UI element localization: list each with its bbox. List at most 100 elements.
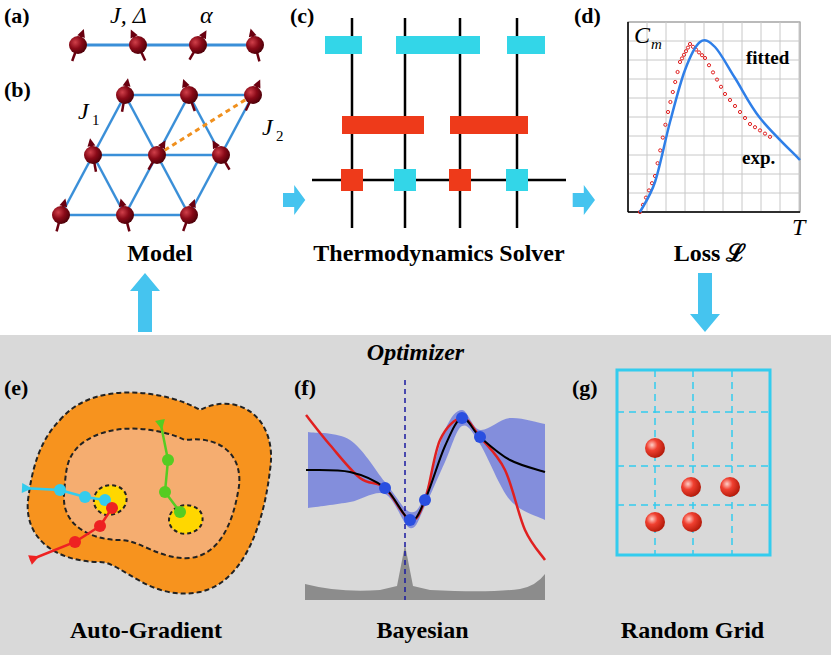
illustration-part	[342, 116, 424, 134]
illustration-part	[474, 431, 486, 443]
illustration-part	[738, 110, 741, 113]
curve-label: exp.	[742, 148, 775, 169]
illustration-part	[617, 370, 770, 555]
tensor-network	[312, 18, 566, 228]
illustration-part	[628, 211, 800, 213]
illustration-part	[753, 126, 756, 129]
illustration-part	[305, 545, 545, 600]
gaussian-process	[305, 380, 545, 600]
illustration-part	[212, 146, 230, 164]
illustration-part	[129, 36, 147, 54]
illustration-part	[180, 86, 198, 104]
illustration-part	[306, 415, 545, 560]
illustration-part	[84, 146, 102, 164]
illustration-part	[174, 506, 186, 518]
panel-label: (e)	[4, 376, 28, 400]
flow-arrow	[573, 185, 595, 215]
panel-title: Thermodynamics Solver	[313, 240, 564, 266]
illustration-part	[125, 94, 189, 97]
illustration-part	[703, 56, 706, 59]
panel-box: Model	[40, 75, 280, 270]
illustration-part	[123, 78, 131, 87]
illustration-part	[688, 42, 691, 45]
subscript: 2	[276, 128, 284, 145]
panel-title: Auto-Gradient	[70, 617, 222, 643]
illustration-part	[93, 154, 157, 157]
illustration-part	[106, 502, 118, 514]
illustration-part	[731, 370, 733, 555]
illustration-part	[449, 169, 471, 191]
illustration-part	[450, 116, 528, 134]
illustration-part	[93, 95, 125, 155]
illustration-part	[666, 110, 669, 113]
illustration-part	[628, 193, 800, 194]
illustration-part	[189, 155, 221, 215]
panel-label: (f)	[294, 376, 316, 400]
illustration-part	[162, 454, 174, 466]
illustration-part	[682, 512, 702, 532]
illustration-part	[180, 206, 198, 224]
illustration-part	[669, 100, 672, 103]
illustration-part	[419, 494, 431, 506]
optimizer-band	[0, 335, 831, 655]
illustration-part	[733, 104, 736, 107]
illustration-part	[157, 155, 189, 215]
illustration-part	[682, 53, 685, 56]
illustration-part	[246, 36, 264, 54]
curve-label: fitted	[746, 48, 789, 69]
illustration-part	[379, 412, 486, 526]
panel-box: Bayesian	[295, 368, 550, 649]
illustration-part	[125, 214, 189, 217]
illustration-part	[661, 136, 664, 139]
illustration-part	[169, 505, 203, 534]
panel-label: (d)	[574, 4, 601, 28]
illustration-part	[617, 411, 770, 413]
parameter-label: J, Δ	[110, 2, 147, 28]
illustration-part	[743, 116, 746, 119]
illustration-part	[28, 555, 39, 564]
panel-title: Model	[127, 240, 192, 266]
illustration-part	[64, 429, 239, 559]
panel-title: Loss ℒ	[674, 240, 747, 266]
illustration-part	[160, 420, 180, 512]
illustration-part	[640, 40, 800, 212]
illustration-part	[116, 86, 134, 104]
illustration-part	[628, 98, 800, 99]
specific-heat-plot	[628, 22, 800, 214]
illustration-part	[94, 520, 106, 532]
axis-label: T	[792, 214, 805, 240]
illustration-part	[87, 138, 95, 147]
axis-label: C	[634, 22, 650, 48]
illustration-part	[697, 51, 700, 54]
illustration-part	[189, 36, 207, 54]
spin-chain	[69, 29, 264, 62]
illustration-part	[674, 80, 677, 83]
panel-label: (a)	[4, 4, 30, 28]
illustration-part	[506, 169, 528, 191]
illustration-part	[75, 44, 258, 47]
illustration-part	[628, 79, 800, 80]
illustration-part	[159, 486, 171, 498]
illustration-part	[645, 512, 665, 532]
illustration-part	[79, 491, 91, 503]
coupling-label: J	[262, 114, 273, 140]
illustration-part	[69, 36, 87, 54]
flow-arrow	[283, 185, 305, 215]
illustration-part	[507, 36, 545, 54]
illustration-part	[394, 169, 416, 191]
illustration-part	[116, 206, 134, 224]
illustration-part	[680, 57, 683, 60]
illustration-part	[30, 508, 112, 560]
panel-label: (c)	[290, 4, 314, 28]
panel-label: (b)	[4, 78, 31, 102]
illustration-part	[157, 154, 221, 157]
random-grid	[617, 370, 770, 555]
illustration-part	[748, 122, 751, 125]
illustration-part	[617, 504, 770, 506]
illustration-part	[125, 95, 157, 155]
illustration-part	[52, 206, 70, 224]
illustration-part	[628, 117, 800, 118]
panel-label: (g)	[572, 376, 598, 400]
illustration-part	[61, 214, 125, 217]
